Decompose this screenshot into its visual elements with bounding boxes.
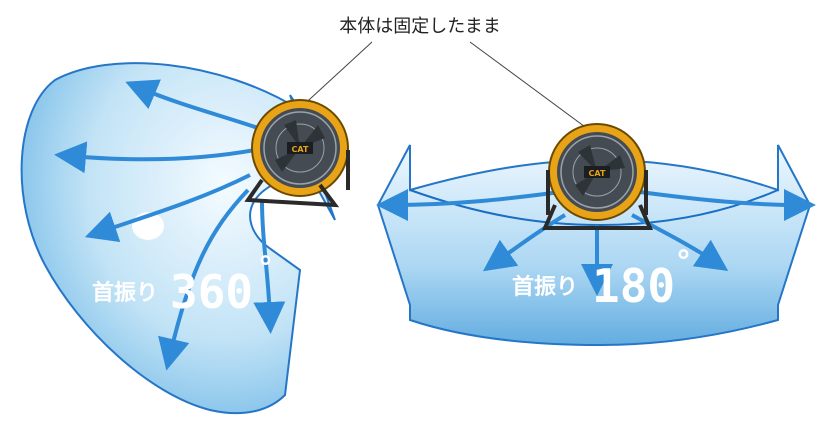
arrow-180-5 [631, 213, 729, 271]
label-360-degree: ° [258, 251, 273, 286]
label-360-jp: 首振り [92, 280, 158, 306]
arrow-360-2 [54, 141, 256, 174]
fan-right: CAT [541, 123, 654, 230]
caption-group: 本体は固定したまま [297, 16, 597, 136]
arrow-360-1 [125, 79, 259, 130]
leader-line-left [297, 41, 373, 111]
airflow-360-arrows [54, 79, 286, 371]
arrow-360-5 [253, 199, 286, 334]
label-360-value: 360 [170, 265, 253, 319]
label-180-value: 180 [592, 259, 675, 313]
label-180-jp: 首振り [512, 274, 578, 300]
right-panel: 首振り 180 ° [376, 144, 816, 347]
arrow-180-1 [376, 188, 561, 221]
fan-left-brand: CAT [292, 145, 309, 154]
arrow-360-3 [84, 173, 251, 242]
fan-left: CAT [244, 99, 350, 208]
arrow-180-2 [639, 188, 816, 221]
label-180-degree: ° [676, 245, 691, 280]
airflow-180-inner-edge [409, 189, 779, 227]
leader-line-right [469, 41, 597, 136]
caption-text: 本体は固定したまま [339, 16, 500, 37]
airflow-180-arrows [376, 188, 816, 296]
fan-right-brand: CAT [589, 169, 606, 178]
arrow-180-3 [482, 213, 567, 272]
arrow-360-4 [158, 188, 250, 371]
